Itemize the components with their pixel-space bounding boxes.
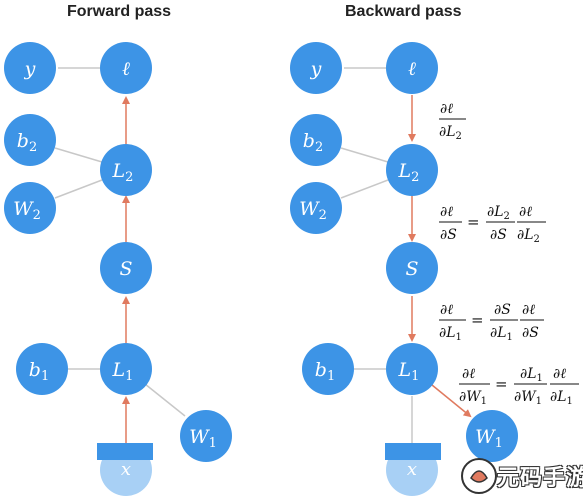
- node-S: S: [100, 242, 152, 294]
- node-y: y: [4, 42, 56, 94]
- edge-W1-L1: [144, 383, 186, 417]
- svg-text:∂ℓ: ∂ℓ: [519, 204, 532, 220]
- backward-edges: [340, 67, 472, 443]
- svg-text:W1: W1: [189, 426, 217, 451]
- svg-text:∂S: ∂S: [440, 227, 457, 243]
- edge-W2-L2: [54, 179, 103, 199]
- svg-text:y: y: [310, 58, 322, 80]
- svg-text:W2: W2: [13, 198, 41, 223]
- node-loss: ℓ: [386, 42, 438, 94]
- svg-text:b1: b1: [315, 359, 335, 384]
- svg-text:∂ℓ: ∂ℓ: [440, 101, 453, 117]
- svg-text:∂ℓ: ∂ℓ: [462, 366, 475, 382]
- arrow-L1-W1: [431, 384, 472, 418]
- svg-text:∂ℓ: ∂ℓ: [440, 204, 453, 220]
- backward-pass-title: Backward pass: [345, 3, 462, 20]
- node-b1: b1: [16, 343, 68, 395]
- gradient-dl-dL2: ∂ℓ ∂L2: [439, 101, 466, 142]
- node-y: y: [290, 42, 342, 94]
- node-b2: b2: [4, 114, 56, 166]
- svg-text:∂ℓ: ∂ℓ: [522, 302, 535, 318]
- edge-W2-L2: [340, 179, 389, 199]
- svg-text:b1: b1: [29, 359, 49, 384]
- svg-text:∂S: ∂S: [522, 325, 539, 341]
- forward-edges: [54, 67, 186, 443]
- svg-text:∂ℓ: ∂ℓ: [440, 302, 453, 318]
- svg-text:W2: W2: [299, 198, 327, 223]
- svg-text:=: =: [495, 375, 508, 393]
- node-L2: L2: [100, 144, 152, 196]
- node-W2: W2: [4, 182, 56, 234]
- svg-text:∂L2: ∂L2: [517, 227, 540, 245]
- node-b2: b2: [290, 114, 342, 166]
- svg-text:L1: L1: [112, 359, 134, 384]
- svg-text:ℓ: ℓ: [408, 58, 416, 80]
- backward-nodes: y ℓ b2 L2 W2 S b1 L1: [290, 42, 518, 496]
- node-W1: W1: [180, 410, 232, 462]
- svg-text:∂L2: ∂L2: [439, 124, 462, 142]
- node-loss: ℓ: [100, 42, 152, 94]
- svg-text:∂ℓ: ∂ℓ: [553, 366, 566, 382]
- svg-text:∂L1: ∂L1: [490, 325, 513, 343]
- forward-pass-title: Forward pass: [67, 3, 172, 20]
- edge-b2-L2: [54, 147, 103, 163]
- gradient-dl-dS: ∂ℓ ∂S = ∂L2 ∂S ∂ℓ ∂L2: [439, 204, 546, 245]
- svg-text:L2: L2: [398, 160, 420, 185]
- gradient-dl-dW1: ∂ℓ ∂W1 = ∂L1 ∂W1 ∂ℓ ∂L1: [459, 366, 579, 407]
- svg-text:b2: b2: [303, 130, 323, 155]
- svg-text:=: =: [471, 311, 484, 329]
- node-L2: L2: [386, 144, 438, 196]
- svg-text:∂W1: ∂W1: [459, 389, 487, 407]
- svg-text:L2: L2: [112, 160, 134, 185]
- svg-text:∂L1: ∂L1: [439, 325, 462, 343]
- watermark-text: 元码手游网: [497, 466, 583, 491]
- node-x: x: [97, 443, 153, 496]
- node-L1: L1: [386, 343, 438, 395]
- svg-text:∂S: ∂S: [490, 227, 507, 243]
- node-W1: W1: [466, 410, 518, 462]
- svg-text:∂L2: ∂L2: [487, 204, 510, 222]
- svg-text:∂L1: ∂L1: [520, 366, 543, 384]
- svg-text:b2: b2: [17, 130, 37, 155]
- svg-text:ℓ: ℓ: [122, 58, 130, 80]
- edge-b2-L2: [340, 147, 389, 163]
- svg-text:=: =: [467, 213, 480, 231]
- svg-text:S: S: [119, 258, 132, 280]
- forward-nodes: y ℓ b2 L2 W2 S b1 L1: [4, 42, 232, 496]
- svg-text:S: S: [405, 258, 418, 280]
- svg-text:∂W1: ∂W1: [514, 389, 542, 407]
- gradient-dl-dL1: ∂ℓ ∂L1 = ∂S ∂L1 ∂ℓ ∂S: [439, 302, 544, 343]
- svg-text:x: x: [121, 459, 131, 480]
- node-L1: L1: [100, 343, 152, 395]
- node-S: S: [386, 242, 438, 294]
- svg-text:∂L1: ∂L1: [550, 389, 573, 407]
- node-W2: W2: [290, 182, 342, 234]
- node-b1: b1: [302, 343, 354, 395]
- svg-text:y: y: [24, 58, 36, 80]
- svg-text:W1: W1: [475, 426, 503, 451]
- watermark-logo: 元码手游网: [457, 452, 583, 498]
- watermark-logo-icon: [461, 458, 497, 494]
- svg-text:∂S: ∂S: [494, 302, 511, 318]
- svg-text:L1: L1: [398, 359, 420, 384]
- svg-text:x: x: [407, 459, 417, 480]
- node-x: x: [385, 443, 441, 496]
